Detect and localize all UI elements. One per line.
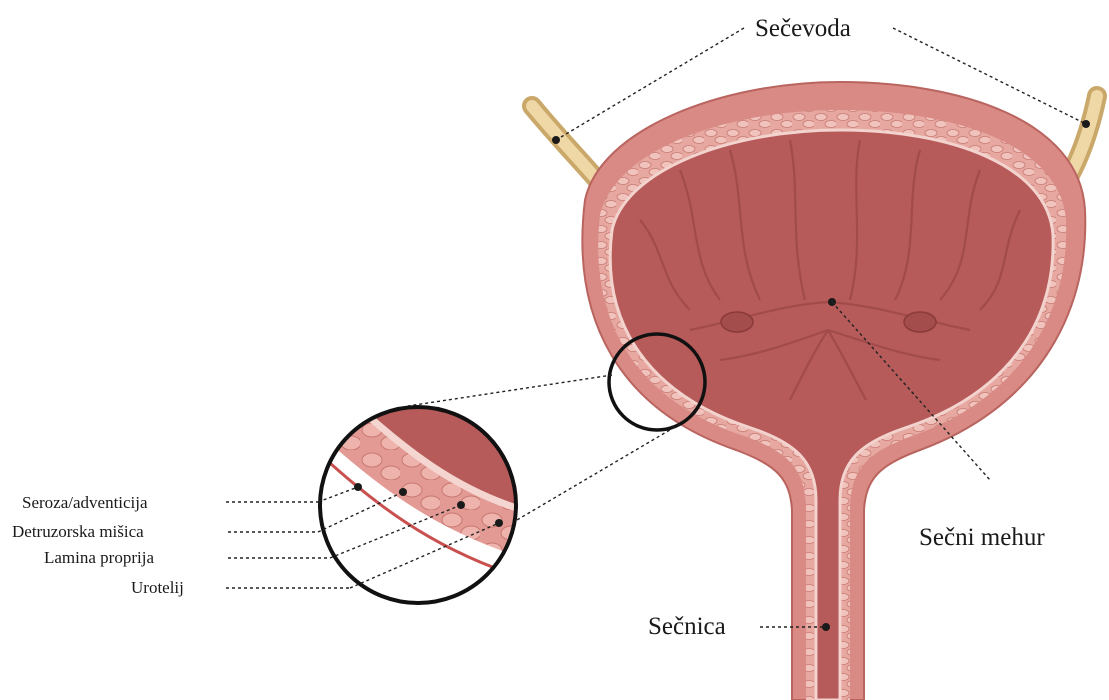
label-lamina-propria: Lamina proprija	[44, 548, 154, 567]
label-serosa: Seroza/adventicija	[22, 493, 148, 512]
label-bladder: Sečni mehur	[919, 524, 1045, 551]
label-urethra: Sečnica	[648, 613, 726, 640]
label-detrusor: Detruzorska mišica	[12, 522, 144, 541]
label-urothelium: Urotelij	[131, 578, 184, 597]
label-ureters: Sečevoda	[755, 15, 851, 42]
